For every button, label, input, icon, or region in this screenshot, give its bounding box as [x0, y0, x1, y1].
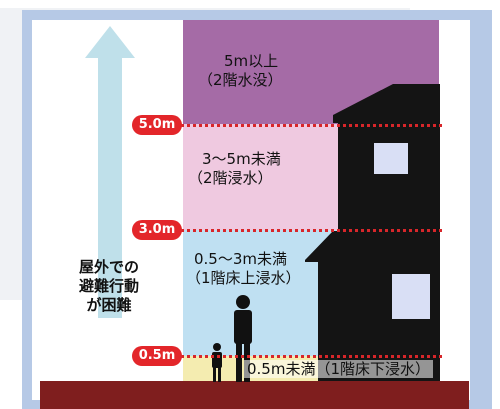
- zone-05-to-3m-line1: 0.5～3m未満: [194, 250, 288, 268]
- zone-05-to-3m-line2: （1階床上浸水）: [186, 269, 301, 287]
- ground: [40, 381, 469, 409]
- zone-over-5m-label: 5m以上 （2階水没）: [198, 52, 283, 90]
- zone-3-to-5m-line1: 3～5m未満: [202, 150, 281, 168]
- evacuation-line1: 屋外での: [78, 258, 139, 276]
- level-badge-5m: 5.0m: [132, 115, 182, 135]
- evacuation-difficulty-label: 屋外での 避難行動 が困難: [62, 258, 156, 315]
- up-arrow-icon: [85, 26, 135, 318]
- child-person-icon: [212, 343, 222, 382]
- zone-over-5m-line1: 5m以上: [224, 52, 279, 70]
- zone-3-to-5m-line2: （2階浸水）: [188, 169, 273, 187]
- zone-under-05m-label: 0.5m未満（1階床下浸水）: [244, 360, 434, 378]
- evacuation-line3: が困難: [86, 296, 132, 314]
- level-badge-05m: 0.5m: [132, 346, 182, 366]
- zone-3-to-5m-label: 3～5m未満 （2階浸水）: [188, 150, 281, 188]
- level-line-5m: [140, 124, 442, 127]
- evacuation-line2: 避難行動: [78, 277, 139, 295]
- zone-over-5m-line2: （2階水没）: [198, 71, 283, 89]
- house-icon: [305, 84, 440, 381]
- level-line-05m: [140, 355, 442, 358]
- level-badge-3m: 3.0m: [132, 220, 182, 240]
- level-line-3m: [140, 229, 442, 232]
- zone-05-to-3m-label: 0.5～3m未満 （1階床上浸水）: [186, 250, 301, 288]
